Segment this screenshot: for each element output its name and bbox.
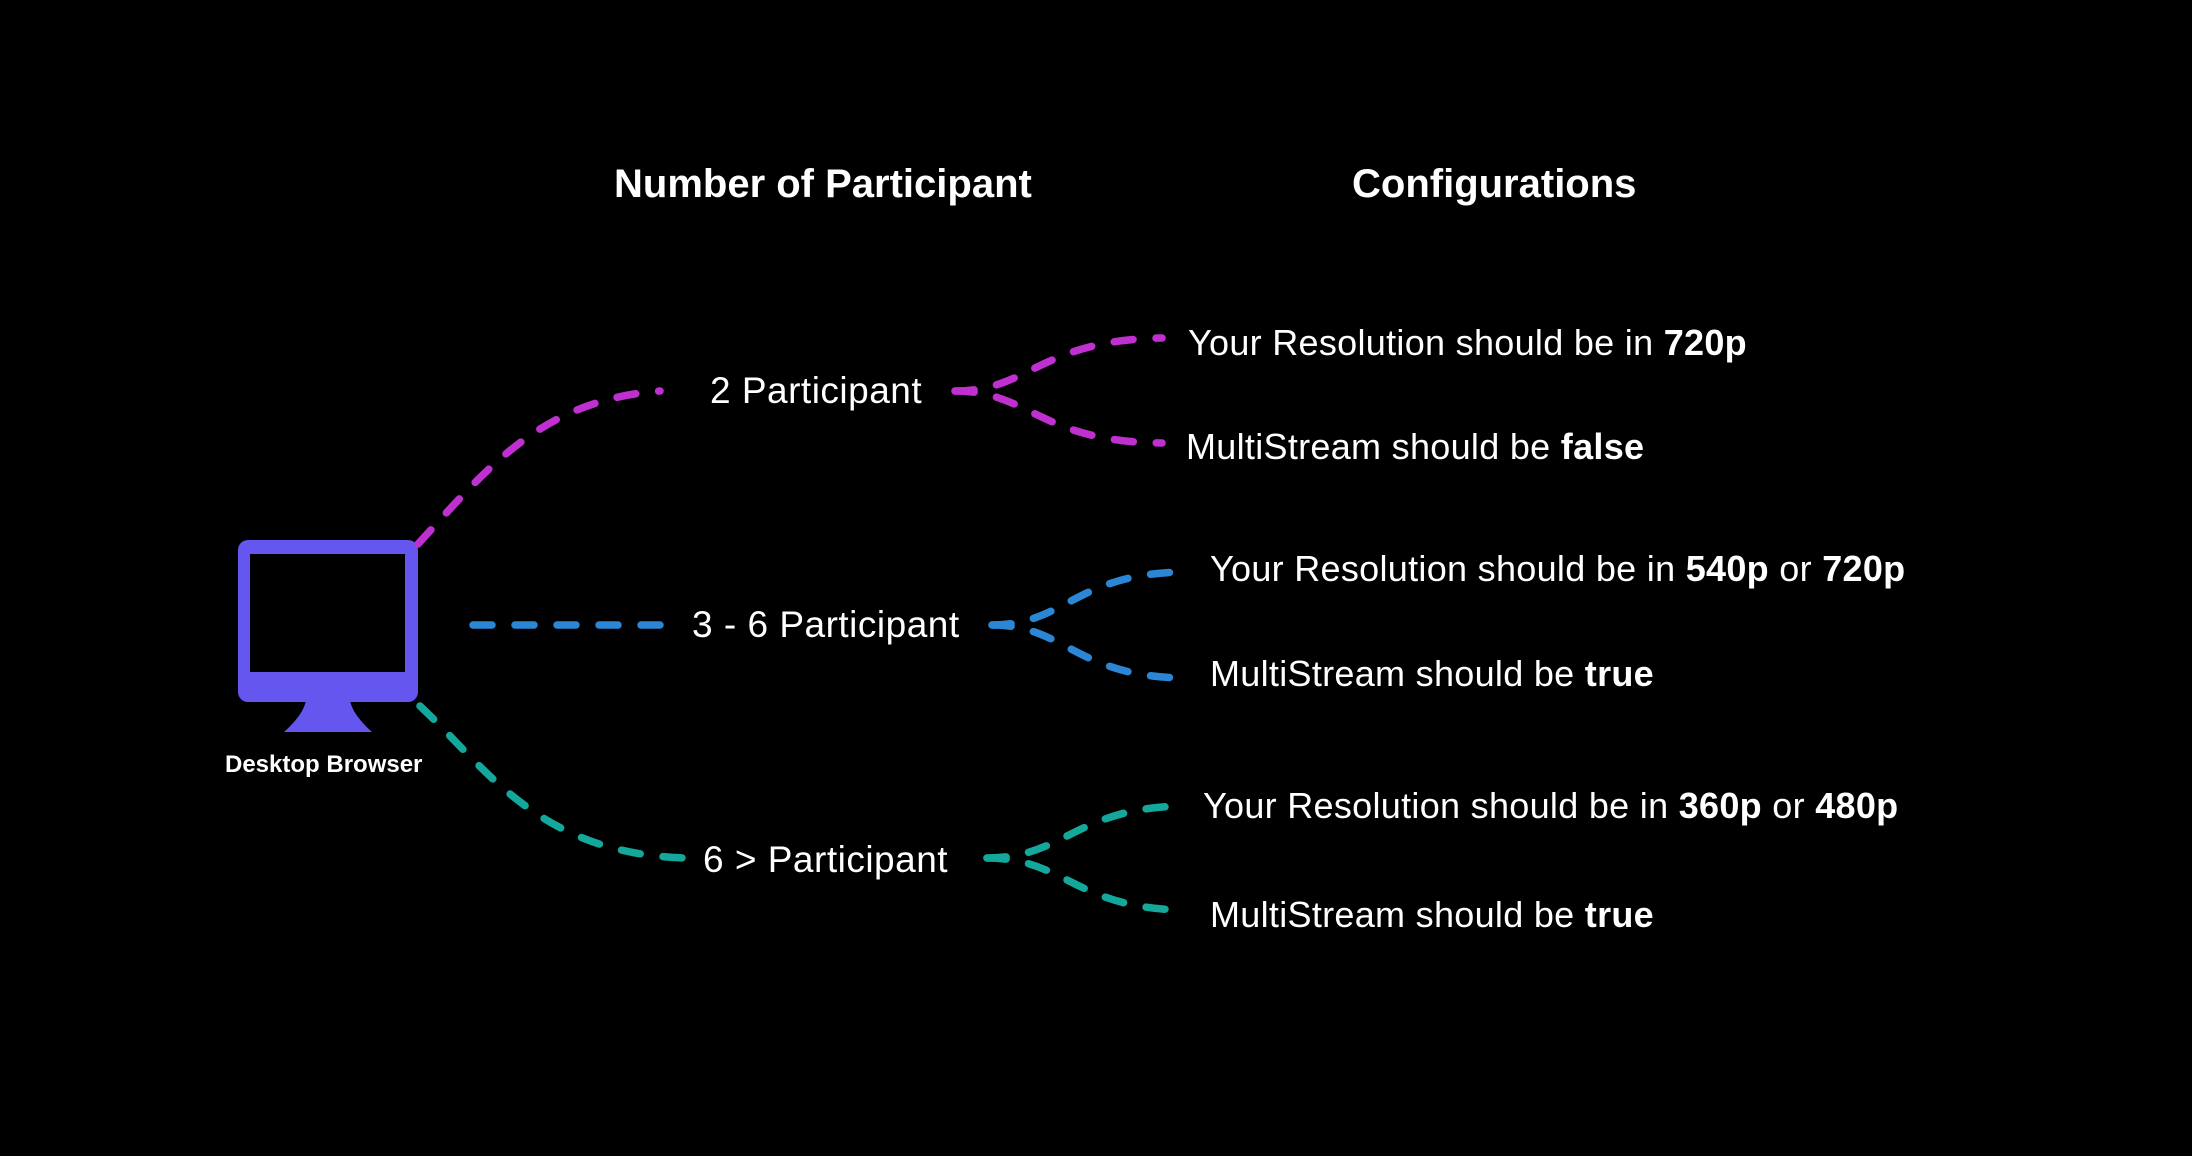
config-joiner: or bbox=[1761, 785, 1816, 826]
config-value: 720p bbox=[1663, 322, 1747, 363]
header-configurations: Configurations bbox=[1352, 162, 1637, 206]
config-resolution-2-participant: Your Resolution should be in 720p bbox=[1188, 325, 1747, 361]
config-resolution-3-6-participant: Your Resolution should be in 540p or 720… bbox=[1210, 551, 1905, 587]
config-value: true bbox=[1584, 653, 1654, 694]
branch-connectors-1 bbox=[414, 334, 1166, 548]
config-text: MultiStream should be bbox=[1210, 894, 1585, 935]
config-value: 360p bbox=[1678, 785, 1762, 826]
branch-connectors-3 bbox=[416, 702, 1192, 914]
config-text: Your Resolution should be in bbox=[1210, 548, 1686, 589]
monitor-screen bbox=[250, 554, 405, 672]
device-label: Desktop Browser bbox=[225, 751, 423, 778]
config-value: 720p bbox=[1822, 548, 1906, 589]
connector-2-participant-to-resolution bbox=[951, 334, 1166, 395]
config-text: MultiStream should be bbox=[1186, 426, 1561, 467]
config-multistream-2-participant: MultiStream should be false bbox=[1186, 429, 1644, 465]
connector-3-6-participant-to-multistream bbox=[988, 621, 1192, 682]
desktop-monitor-icon bbox=[238, 540, 418, 732]
participant-label-3-6: 3 - 6 Participant bbox=[692, 604, 960, 645]
config-value: false bbox=[1560, 426, 1645, 467]
config-value: true bbox=[1584, 894, 1654, 935]
config-value: 540p bbox=[1685, 548, 1769, 589]
participant-label-6-plus: 6 > Participant bbox=[703, 839, 949, 880]
config-value: 480p bbox=[1815, 785, 1899, 826]
connector-6-plus-participant-to-resolution bbox=[983, 802, 1192, 862]
connector-3-6-participant-to-resolution bbox=[988, 568, 1192, 629]
participant-label-2: 2 Participant bbox=[710, 370, 923, 411]
connector-device-to-2-participant bbox=[414, 387, 664, 548]
config-text: Your Resolution should be in bbox=[1203, 785, 1679, 826]
header-number-of-participant: Number of Participant bbox=[614, 162, 1032, 206]
connector-6-plus-participant-to-multistream bbox=[983, 854, 1192, 914]
config-multistream-3-6-participant: MultiStream should be true bbox=[1210, 656, 1654, 692]
config-text: MultiStream should be bbox=[1210, 653, 1585, 694]
monitor-stand bbox=[284, 700, 372, 732]
config-multistream-6-plus-participant: MultiStream should be true bbox=[1210, 897, 1654, 933]
connector-device-to-6-plus-participant bbox=[416, 702, 692, 862]
config-text: Your Resolution should be in bbox=[1188, 322, 1664, 363]
connector-2-participant-to-multistream bbox=[951, 387, 1166, 447]
config-resolution-6-plus-participant: Your Resolution should be in 360p or 480… bbox=[1203, 788, 1898, 824]
config-joiner: or bbox=[1768, 548, 1823, 589]
branch-connectors-2 bbox=[469, 568, 1192, 682]
